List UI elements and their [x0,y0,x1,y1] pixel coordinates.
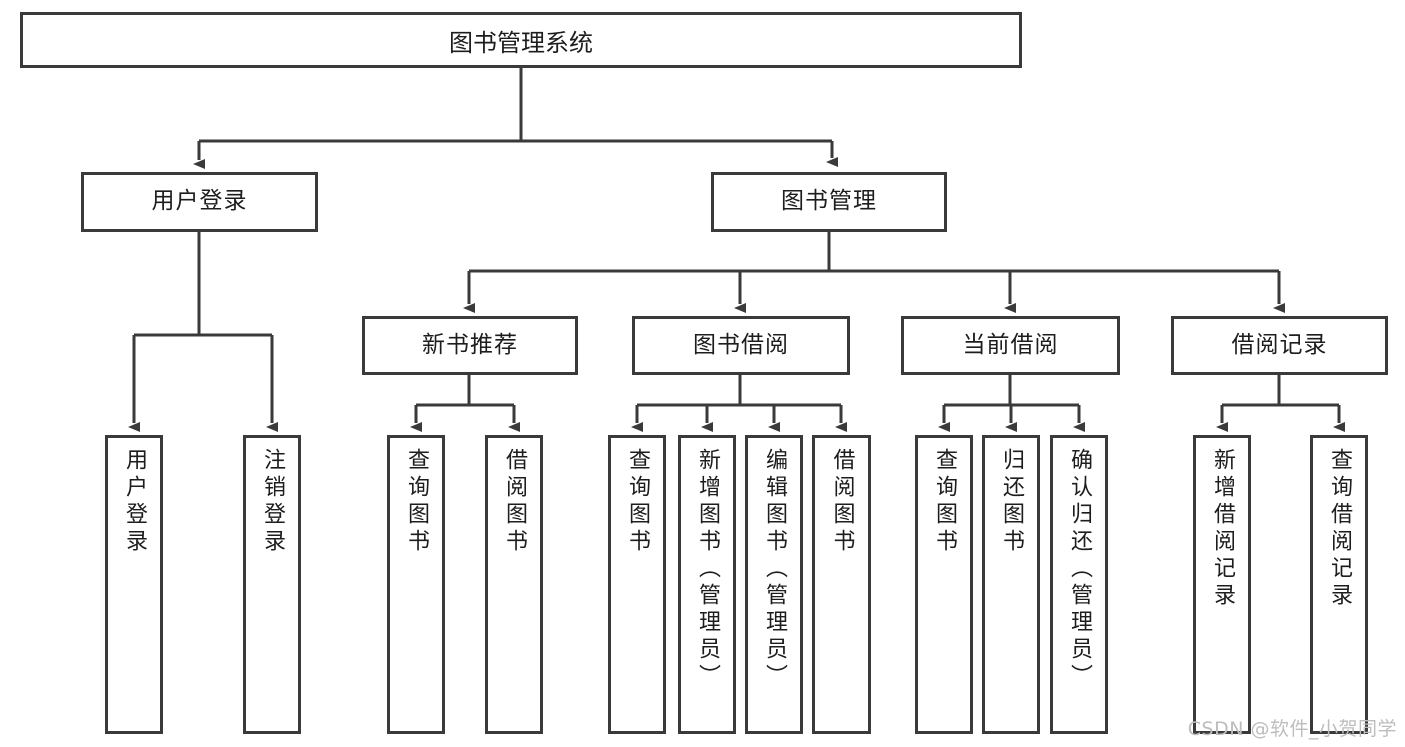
node-label: 归还图书 [999,448,1024,556]
node-label: 图书管理系统 [449,28,593,57]
node-label: 图书借阅 [693,331,789,358]
node-label: 用户登录 [122,448,147,556]
node-label: 查询图书 [404,448,429,556]
node-current-borrow[interactable]: 当前借阅 [901,316,1120,375]
node-label: 查询图书 [625,448,650,556]
node-label: 新书推荐 [422,331,518,358]
node-book-management[interactable]: 图书管理 [711,172,947,232]
node-label: 当前借阅 [962,331,1059,358]
leaf-query-book-recommend[interactable]: 查询图书 [387,435,445,734]
node-root-system[interactable]: 图书管理系统 [20,12,1022,68]
watermark-text: CSDN @软件_小贺同学 [1187,718,1397,740]
leaf-query-book-borrow[interactable]: 查询图书 [608,435,666,734]
node-label: 图书管理 [781,188,877,215]
leaf-add-borrow-record[interactable]: 新增借阅记录 [1193,435,1251,734]
node-label: 借阅图书 [829,448,855,556]
node-label: 新增图书（管理员） [695,448,720,691]
node-label: 查询借阅记录 [1327,448,1352,610]
node-label: 注销登录 [260,448,285,556]
leaf-query-book-current[interactable]: 查询图书 [915,435,973,734]
node-borrow-record[interactable]: 借阅记录 [1171,316,1388,375]
leaf-logout[interactable]: 注销登录 [243,435,301,734]
leaf-confirm-return-admin[interactable]: 确认归还（管理员） [1050,435,1108,734]
leaf-query-borrow-record[interactable]: 查询借阅记录 [1310,435,1368,734]
node-new-book-recommend[interactable]: 新书推荐 [362,316,578,375]
leaf-return-book[interactable]: 归还图书 [982,435,1040,734]
node-user-login[interactable]: 用户登录 [81,172,318,232]
node-label: 编辑图书（管理员） [762,448,787,691]
leaf-borrow-book-recommend[interactable]: 借阅图书 [485,435,543,734]
node-label: 借阅图书 [502,448,527,556]
leaf-user-login[interactable]: 用户登录 [105,435,163,734]
node-label: 借阅记录 [1231,331,1328,358]
leaf-edit-book-admin[interactable]: 编辑图书（管理员） [745,435,803,734]
node-label: 新增借阅记录 [1210,448,1235,610]
leaf-borrow-book[interactable]: 借阅图书 [812,435,871,734]
node-label: 查询图书 [932,448,957,556]
leaf-add-book-admin[interactable]: 新增图书（管理员） [678,435,736,734]
node-label: 确认归还（管理员） [1067,448,1092,691]
node-label: 用户登录 [151,188,248,215]
node-book-borrow[interactable]: 图书借阅 [632,316,850,375]
